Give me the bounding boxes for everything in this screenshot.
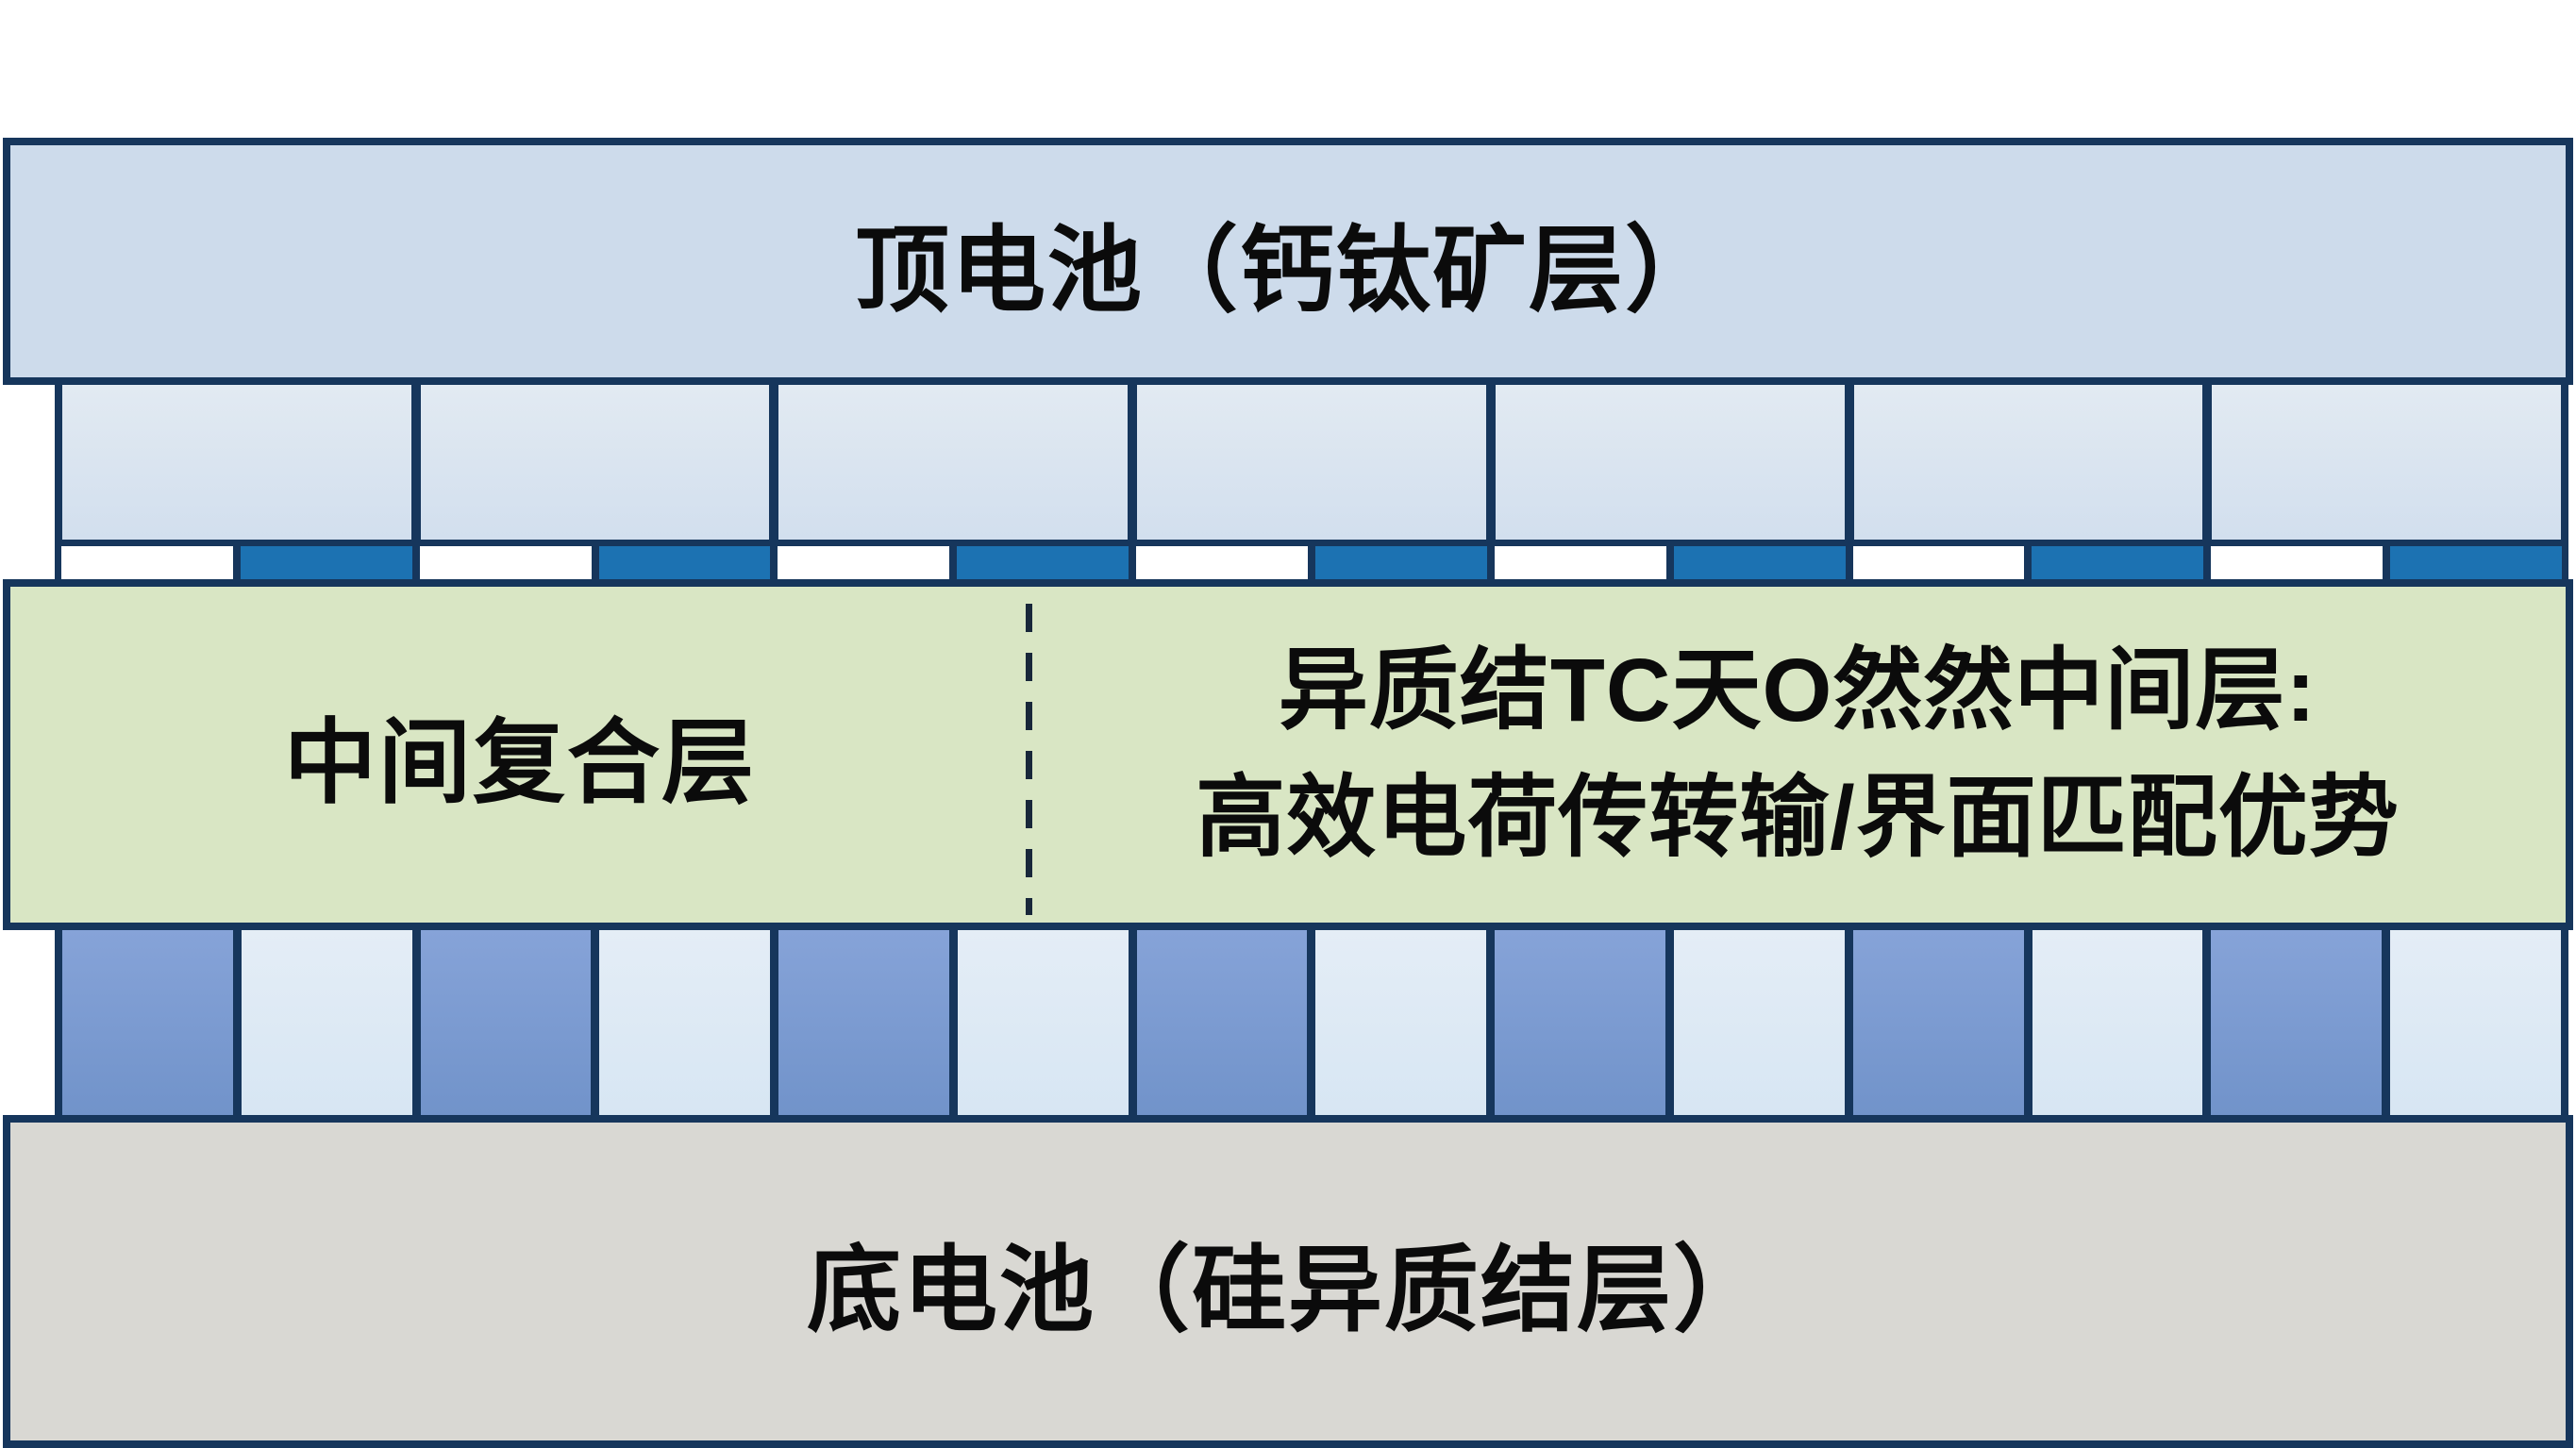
bottom-contact-block bbox=[957, 930, 1129, 1115]
top-cell-layer: 顶电池（钙钛矿层） bbox=[3, 138, 2573, 385]
top-contact-cell bbox=[1495, 385, 1845, 540]
top-contact-cell bbox=[420, 385, 770, 540]
recombination-segment bbox=[1315, 546, 1487, 580]
top-contact-cell bbox=[778, 385, 1129, 540]
recombination-junction-grid bbox=[55, 540, 2568, 587]
middle-left-label: 中间复合层 bbox=[283, 710, 756, 814]
top-contact-cell bbox=[2212, 385, 2562, 540]
middle-right-label-line1: 异质结TC天O然然中间层: bbox=[1278, 641, 2317, 741]
bottom-contact-block bbox=[1674, 930, 1845, 1115]
bottom-contact-block bbox=[420, 930, 592, 1115]
recombination-segment bbox=[1673, 546, 1846, 580]
recombination-segment bbox=[1494, 546, 1666, 580]
bottom-contact-grid bbox=[55, 923, 2568, 1123]
recombination-segment bbox=[1136, 546, 1309, 580]
recombination-segment bbox=[2032, 546, 2204, 580]
bottom-contact-block bbox=[1315, 930, 1487, 1115]
recombination-segment bbox=[2211, 546, 2384, 580]
middle-left-region: 中间复合层 bbox=[10, 587, 1029, 923]
recombination-segment bbox=[61, 546, 233, 580]
bottom-contact-block bbox=[1495, 930, 1666, 1115]
recombination-segment bbox=[419, 546, 592, 580]
bottom-contact-block bbox=[2390, 930, 2561, 1115]
recombination-segment bbox=[1852, 546, 2025, 580]
top-contact-cell bbox=[62, 385, 411, 540]
middle-composite-layer: 中间复合层 异质结TC天O然然中间层: 高效电荷传转输/界面匹配优势 bbox=[3, 579, 2573, 930]
recombination-segment bbox=[778, 546, 950, 580]
recombination-segment bbox=[240, 546, 412, 580]
bottom-contact-block bbox=[241, 930, 412, 1115]
recombination-segment bbox=[957, 546, 1129, 580]
top-contact-cell bbox=[1137, 385, 1486, 540]
bottom-cell-layer: 底电池（硅异质结层） bbox=[3, 1115, 2573, 1448]
bottom-cell-label: 底电池（硅异质结层） bbox=[807, 1238, 1769, 1343]
top-cell-label: 顶电池（钙钛矿层） bbox=[855, 217, 1721, 324]
recombination-segment bbox=[598, 546, 771, 580]
middle-right-region: 异质结TC天O然然中间层: 高效电荷传转输/界面匹配优势 bbox=[1029, 587, 2566, 923]
bottom-contact-block bbox=[2032, 930, 2203, 1115]
recombination-segment bbox=[2390, 546, 2563, 580]
dashed-divider-line bbox=[1026, 604, 1032, 915]
bottom-contact-block bbox=[599, 930, 771, 1115]
top-contact-grid bbox=[55, 377, 2568, 547]
bottom-contact-block bbox=[2211, 930, 2383, 1115]
bottom-contact-block bbox=[778, 930, 949, 1115]
bottom-contact-block bbox=[1136, 930, 1308, 1115]
top-contact-cell bbox=[1853, 385, 2203, 540]
bottom-contact-block bbox=[1852, 930, 2024, 1115]
middle-right-label-line2: 高效电荷传转输/界面匹配优势 bbox=[1196, 768, 2400, 868]
bottom-contact-block bbox=[62, 930, 233, 1115]
